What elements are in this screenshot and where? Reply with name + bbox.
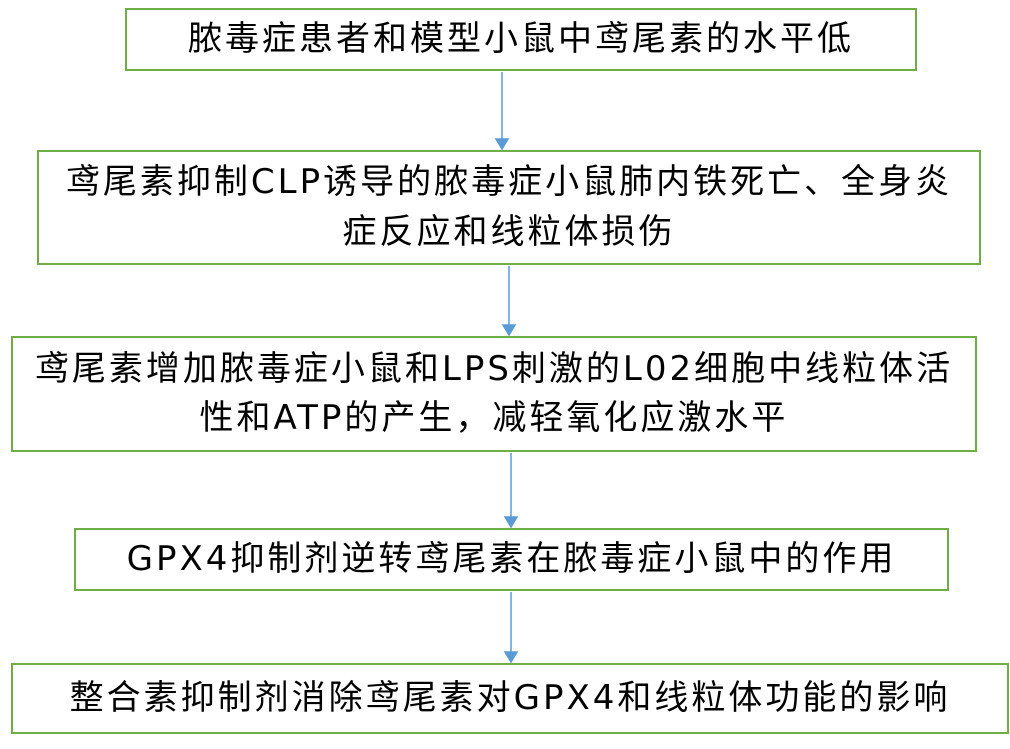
- flow-step-1: 脓毒症患者和模型小鼠中鸢尾素的水平低: [125, 8, 917, 71]
- flow-step-2-text: 鸢尾素抑制CLP诱导的脓毒症小鼠肺内铁死亡、全身炎症反应和线粒体损伤: [65, 162, 953, 252]
- arrow-3-to-4: [503, 453, 519, 529]
- flow-step-4-text: GPX4抑制剂逆转鸢尾素在脓毒症小鼠中的作用: [126, 538, 897, 579]
- flow-step-3: 鸢尾素增加脓毒症小鼠和LPS刺激的L02细胞中线粒体活性和ATP的产生，减轻氧化…: [11, 336, 977, 452]
- arrow-2-to-3: [501, 266, 517, 337]
- arrow-4-to-5: [503, 592, 519, 664]
- arrow-1-to-2: [494, 72, 510, 151]
- flow-step-2: 鸢尾素抑制CLP诱导的脓毒症小鼠肺内铁死亡、全身炎症反应和线粒体损伤: [37, 150, 981, 265]
- flow-step-4: GPX4抑制剂逆转鸢尾素在脓毒症小鼠中的作用: [74, 528, 949, 591]
- flow-step-1-text: 脓毒症患者和模型小鼠中鸢尾素的水平低: [188, 18, 854, 59]
- flow-step-5: 整合素抑制剂消除鸢尾素对GPX4和线粒体功能的影响: [11, 663, 1009, 734]
- flow-step-5-text: 整合素抑制剂消除鸢尾素对GPX4和线粒体功能的影响: [69, 677, 951, 718]
- flow-step-3-text: 鸢尾素增加脓毒症小鼠和LPS刺激的L02细胞中线粒体活性和ATP的产生，减轻氧化…: [34, 348, 954, 438]
